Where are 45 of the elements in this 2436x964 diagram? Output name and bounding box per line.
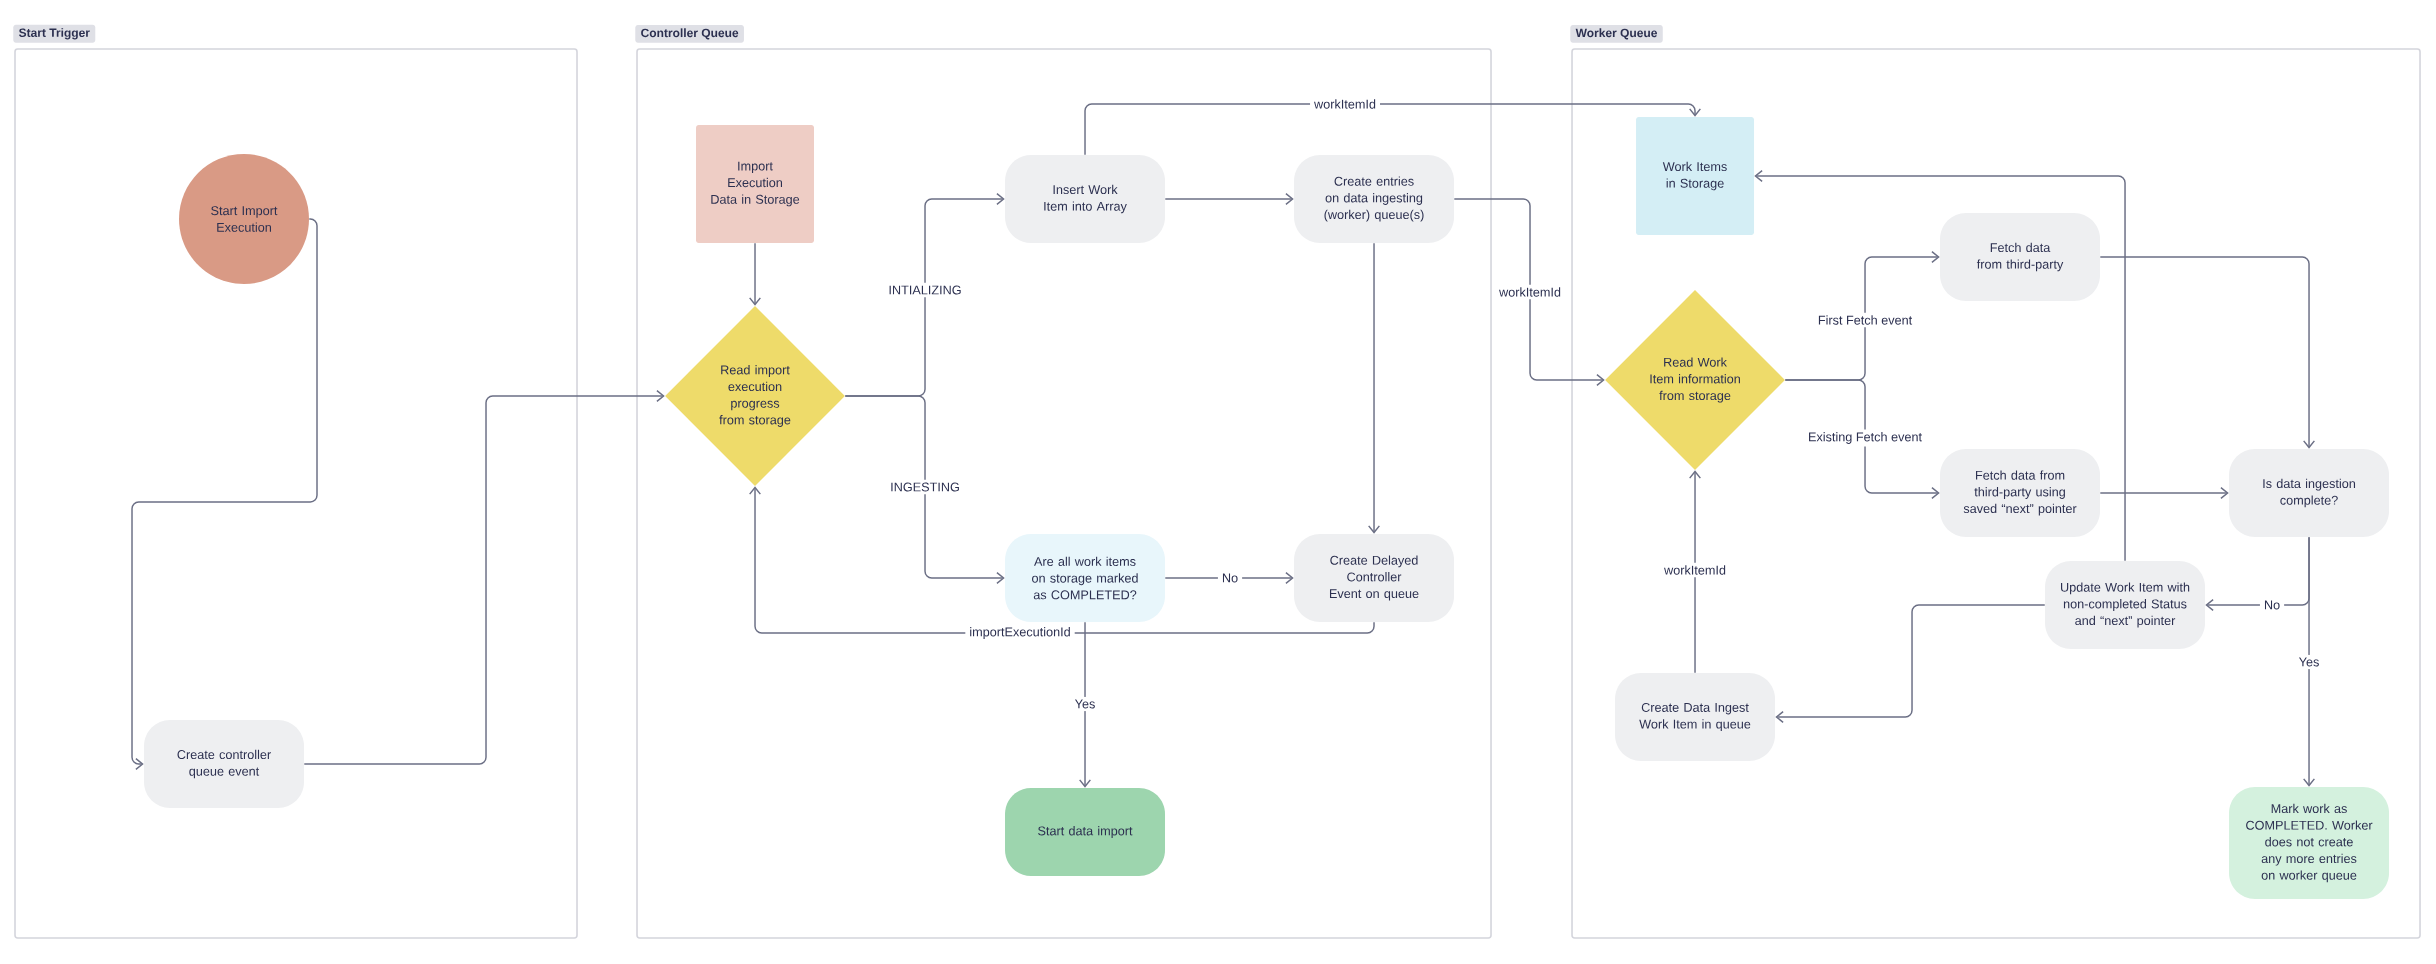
process-box: Create controller queue event xyxy=(144,720,304,808)
arrow xyxy=(303,389,665,765)
process-box: Create Delayed Controller Event on queue xyxy=(1294,534,1454,622)
arrow xyxy=(1688,470,1702,674)
arrow xyxy=(1367,242,1381,534)
arrow xyxy=(1078,621,1092,788)
edge-label: Yes xyxy=(1070,696,1100,712)
edge-label: workItemId xyxy=(1660,562,1730,578)
arrow xyxy=(844,395,1005,585)
process-box: Create entries on data ingesting (worker) queue(s) xyxy=(1294,155,1454,243)
storage-box: Import Execution Data in Storage xyxy=(696,125,814,243)
arrow xyxy=(2099,256,2316,449)
arrow xyxy=(2302,536,2316,787)
lane-title: Controller Queue xyxy=(635,25,744,43)
edge-label: importExecutionId xyxy=(965,624,1075,642)
edge-label: First Fetch event xyxy=(1813,312,1917,328)
arrow xyxy=(1084,103,1702,156)
edge-label: No xyxy=(2259,597,2285,613)
arrow xyxy=(748,242,762,306)
arrow xyxy=(1453,198,1605,387)
process-box: Are all work items on storage marked as COMPLETED? xyxy=(1005,534,1165,622)
edge-label: Yes xyxy=(2294,654,2324,670)
arrow xyxy=(1775,604,2046,724)
process-box: Create Data Ingest Work Item in queue xyxy=(1615,673,1775,761)
edge-label: workItemId xyxy=(1495,284,1565,300)
edge-label: INGESTING xyxy=(886,479,964,495)
edge-label: workItemId xyxy=(1310,96,1380,112)
lane-title: Worker Queue xyxy=(1570,25,1663,43)
process-box: Mark work as COMPLETED. Worker does not create any more entries on worker queue xyxy=(2229,787,2390,899)
process-box: Fetch data from third-party using saved “next” pointer xyxy=(1940,449,2101,537)
lane-title: Start Trigger xyxy=(13,24,96,43)
edge-label: No xyxy=(1217,570,1243,586)
arrow xyxy=(2099,486,2229,500)
process-box: Insert Work Item into Array xyxy=(1005,155,1165,243)
process-box: Fetch data from third-party xyxy=(1940,213,2101,301)
arrow xyxy=(131,218,318,771)
process-box: Is data ingestion complete? xyxy=(2229,449,2390,537)
edge-label: Existing Fetch event xyxy=(1804,429,1927,447)
storage-box: Work Items in Storage xyxy=(1636,117,1754,235)
arrow xyxy=(1754,169,2126,562)
arrow xyxy=(1784,379,1940,500)
edge-label: INTIALIZING xyxy=(884,282,966,298)
process-box: Start data import xyxy=(1005,788,1165,876)
arrow xyxy=(1164,192,1294,206)
process-box: Update Work Item with non-completed Status and “next” pointer xyxy=(2045,561,2206,649)
